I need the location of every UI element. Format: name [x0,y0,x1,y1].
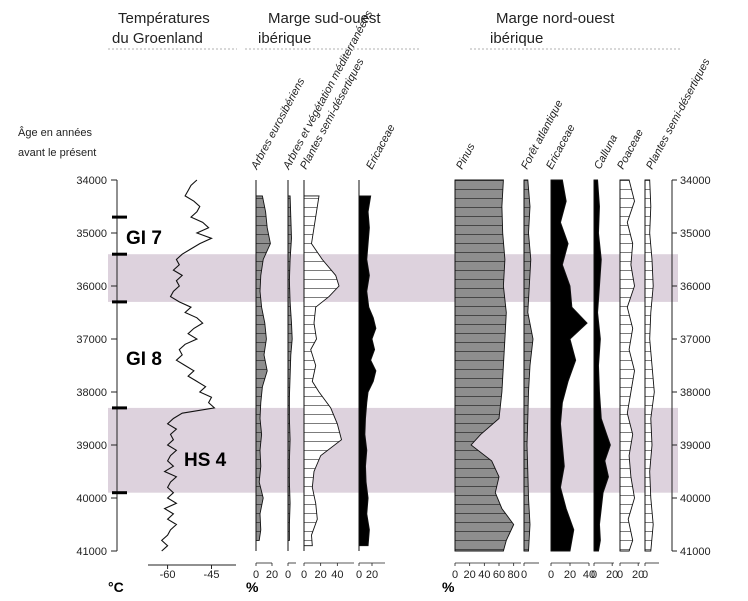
series-area [644,179,655,552]
series-label: Poaceae [615,127,646,171]
series-x-tick-label: 40 [478,569,490,581]
series-x-tick-label: 0 [521,569,527,581]
sw-title-2: ibérique [258,30,311,47]
y-tick-label-right: 40000 [680,493,711,505]
series-area [550,179,588,552]
temperature-x-tick-label: -45 [204,569,220,581]
series-x-tick-label: 80 [508,569,520,581]
series-x-tick-label: 20 [315,569,327,581]
temperature-panel: -60 -45 [148,179,236,581]
series-area [619,179,635,552]
series-x-tick-label: 0 [253,569,259,581]
y-tick-label-left: 39000 [76,440,107,452]
y-tick-label-left: 34000 [76,175,107,187]
series-x-tick-label: 0 [591,569,597,581]
series-x-tick-label: 0 [548,569,554,581]
zone-label-hs4: HS 4 [184,450,227,471]
series-area [454,179,515,552]
nw-title-2: ibérique [490,30,543,47]
series-x-tick-label: 60 [493,569,505,581]
y-axis-right: 34000 35000 36000 37000 38000 39000 40000 41000 [671,175,711,558]
sw-title-1: Marge sud-ouest [268,10,381,27]
zone-label-gi7: GI 7 [126,228,162,249]
series-x-tick-label: 0 [452,569,458,581]
series-x-tick-label: 0 [617,569,623,581]
stadial-band-1 [108,254,678,302]
series-x-tick-label: 20 [606,569,618,581]
y-tick-label-right: 36000 [680,281,711,293]
y-tick-label-right: 38000 [680,387,711,399]
zone-bands [108,254,678,493]
y-axis-label-1: Âge en années [18,126,93,139]
y-tick-label-right: 41000 [680,546,711,558]
y-axis-left: 34000 35000 36000 37000 38000 39000 40000 41000 [76,175,127,558]
series-label: Ericaceae [364,123,398,172]
series-area [303,195,343,547]
series-area [358,195,377,547]
series-x-tick-label: 20 [564,569,576,581]
unit-sw-percent: % [246,579,259,595]
y-tick-label-left: 40000 [76,493,107,505]
series-x-tick-label: 20 [632,569,644,581]
unit-nw-percent: % [442,579,455,595]
series-x-tick-label: 0 [356,569,362,581]
nw-title-1: Marge nord-ouest [496,10,615,27]
y-tick-label-right: 35000 [680,228,711,240]
y-tick-label-left: 37000 [76,334,107,346]
series-area [593,179,611,552]
unit-temperature: °C [108,579,124,595]
y-axis-label-2: avant le présent [18,147,96,159]
series-x-tick-label: 20 [366,569,378,581]
series-area [287,195,293,541]
y-tick-label-right: 37000 [680,334,711,346]
series-area [523,179,534,552]
temperature-x-tick-label: -60 [160,569,176,581]
series-x-tick-label: 20 [266,569,278,581]
series-label: Plantes semi-désertiques [644,56,713,171]
stadial-band-3 [108,407,678,493]
series-label: Pinus [454,141,478,171]
series-x-tick-label: 0 [285,569,291,581]
y-tick-label-left: 35000 [76,228,107,240]
series-x-tick-label: 40 [331,569,343,581]
series-x-tick-label: 20 [464,569,476,581]
temperature-curve [160,179,216,552]
series-area [255,195,271,541]
y-tick-label-left: 36000 [76,281,107,293]
series-x-tick-label: 0 [301,569,307,581]
y-tick-label-right: 34000 [680,175,711,187]
y-tick-label-left: 41000 [76,546,107,558]
series-x-tick-label: 40 [583,569,595,581]
y-tick-label-right: 39000 [680,440,711,452]
greenland-title-1: Températures [118,10,210,27]
series-x-tick-label: 0 [642,569,648,581]
zone-label-gi8: GI 8 [126,349,162,370]
greenland-title-2: du Groenland [112,30,203,47]
y-tick-label-left: 38000 [76,387,107,399]
series-3: 0 20 Ericaceae [356,123,398,581]
